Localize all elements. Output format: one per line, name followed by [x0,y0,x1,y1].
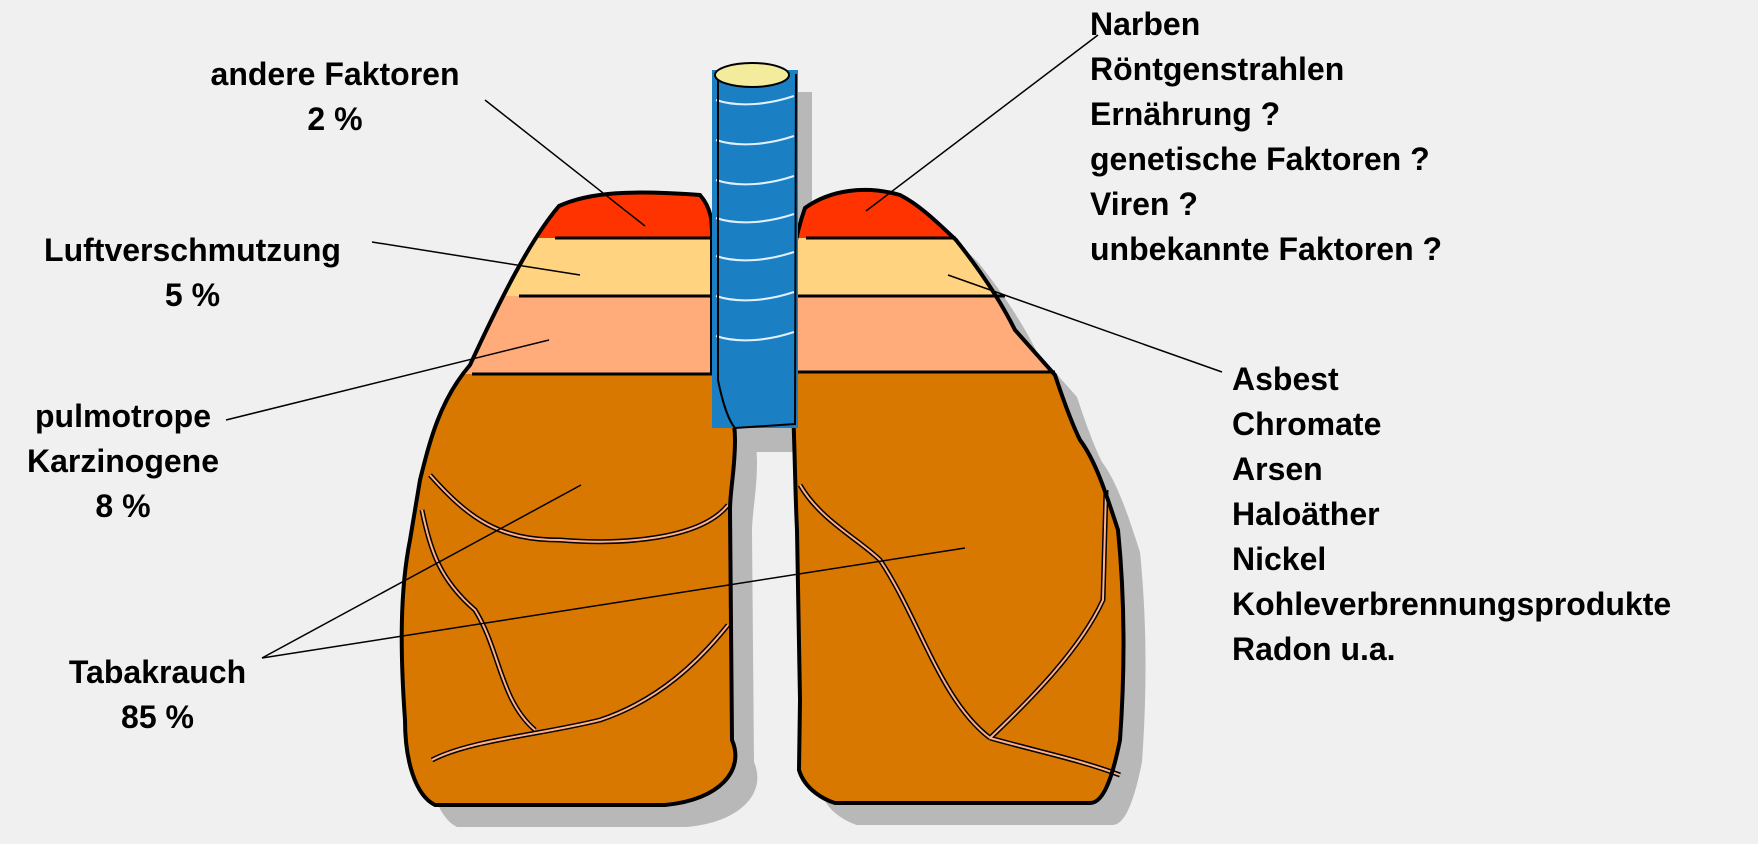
left-band-tabak [380,374,740,814]
label-andere-faktoren: andere Faktoren 2 % [190,52,480,142]
list-item: Ernährung ? [1090,92,1442,137]
list-item: Viren ? [1090,182,1442,227]
list-item: Asbest [1232,357,1671,402]
right-band-andere [780,180,1140,238]
right-carcinogen-list: Asbest Chromate Arsen Haloäther Nickel K… [1232,357,1671,672]
label-luft-name: Luftverschmutzung [15,228,370,273]
label-pulmotrope-karzinogene: pulmotrope Karzinogene 8 % [8,394,238,529]
left-band-andere [380,180,740,238]
left-band-luft [380,238,740,296]
label-luftverschmutzung: Luftverschmutzung 5 % [15,228,370,318]
list-item: genetische Faktoren ? [1090,137,1442,182]
list-item: Kohleverbrennungsprodukte [1232,582,1671,627]
list-item: Nickel [1232,537,1671,582]
top-right-factor-list: Narben Röntgenstrahlen Ernährung ? genet… [1090,2,1442,272]
trachea [712,63,798,428]
label-luft-percent: 5 % [15,273,370,318]
label-andere-name: andere Faktoren [190,52,480,97]
left-band-pulmo [380,296,740,374]
list-item: unbekannte Faktoren ? [1090,227,1442,272]
list-item: Röntgenstrahlen [1090,47,1442,92]
label-andere-percent: 2 % [190,97,480,142]
trachea-opening [715,63,789,87]
label-pulmo-percent: 8 % [8,484,238,529]
label-pulmo-line1: pulmotrope [8,394,238,439]
label-tabakrauch: Tabakrauch 85 % [40,650,275,740]
label-tabak-percent: 85 % [40,695,275,740]
list-item: Chromate [1232,402,1671,447]
leader-top-right [866,35,1098,211]
label-pulmo-line2: Karzinogene [8,439,238,484]
list-item: Arsen [1232,447,1671,492]
list-item: Narben [1090,2,1442,47]
trachea-tube [712,70,798,428]
right-band-pulmo [780,296,1140,372]
label-tabak-name: Tabakrauch [40,650,275,695]
list-item: Haloäther [1232,492,1671,537]
list-item: Radon u.a. [1232,627,1671,672]
right-lung [780,180,1140,812]
